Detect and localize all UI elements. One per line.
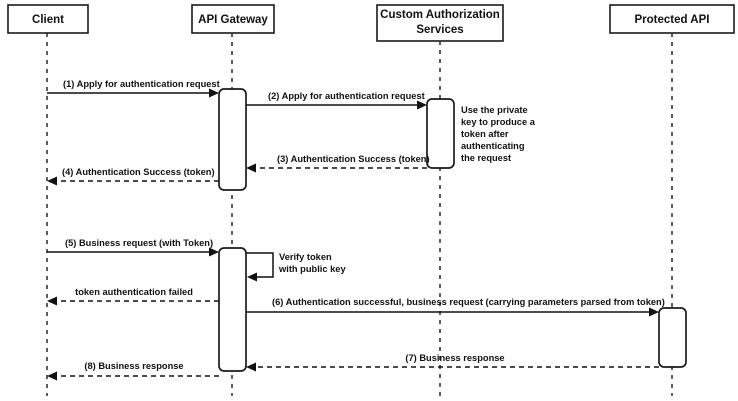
message-token-authentication-failed-arrowhead — [47, 296, 57, 306]
message-8[interactable]: (8) Business response — [47, 361, 219, 381]
message-3-label: (3) Authentication Success (token) — [277, 154, 430, 164]
message-4[interactable]: (4) Authentication Success (token) — [47, 167, 219, 186]
message-self-verify-token-line — [246, 252, 274, 278]
participant-label-custom-authorization-services-line2: Services — [416, 24, 463, 36]
note-private-key: Use the private key to produce a token a… — [461, 105, 536, 163]
message-2[interactable]: (2) Apply for authentication request — [246, 91, 427, 110]
note-private-key-line-3: token after — [461, 129, 509, 139]
participant-box-api-gateway[interactable] — [191, 4, 275, 34]
activation-api-gateway-auth — [218, 88, 247, 191]
message-2-label: (2) Apply for authentication request — [268, 91, 425, 101]
participant-box-client[interactable] — [7, 4, 89, 34]
participant-label-protected-api: Protected API — [635, 14, 710, 26]
activation-protected-api — [658, 307, 687, 368]
message-4-label: (4) Authentication Success (token) — [62, 167, 215, 177]
participant-label-client: Client — [32, 14, 64, 26]
message-6[interactable]: (6) Authentication successful, business … — [246, 297, 665, 317]
message-token-authentication-failed[interactable]: token authentication failed — [47, 287, 219, 306]
message-8-arrowhead — [47, 371, 57, 381]
message-5-arrowhead — [209, 247, 219, 257]
message-1-arrowhead — [209, 88, 219, 98]
message-4-arrowhead — [47, 176, 57, 186]
message-token-authentication-failed-label: token authentication failed — [75, 287, 193, 297]
message-7-arrowhead — [246, 362, 256, 372]
participant-label-api-gateway: API Gateway — [198, 14, 268, 26]
message-3[interactable]: (3) Authentication Success (token) — [246, 154, 430, 173]
message-self-verify-token-arrowhead — [247, 272, 257, 282]
participant-box-custom-authorization-services[interactable] — [376, 4, 504, 42]
note-private-key-line-2: key to produce a — [461, 117, 536, 127]
message-6-arrowhead — [649, 307, 659, 317]
message-self-verify-token[interactable]: Verify token with public key — [246, 252, 346, 282]
message-1-label: (1) Apply for authentication request — [63, 79, 220, 89]
message-5-label: (5) Business request (with Token) — [65, 238, 213, 248]
note-private-key-line-5: the request — [461, 153, 511, 163]
message-6-label: (6) Authentication successful, business … — [272, 297, 665, 307]
participant-box-protected-api[interactable] — [609, 4, 735, 34]
message-1[interactable]: (1) Apply for authentication request — [47, 79, 220, 98]
participant-label-custom-authorization-services-line1: Custom Authorization — [380, 9, 500, 21]
message-7[interactable]: (7) Business response — [246, 353, 659, 372]
message-8-label: (8) Business response — [84, 361, 183, 371]
message-self-verify-token-label-line1: Verify token — [279, 252, 332, 262]
message-5[interactable]: (5) Business request (with Token) — [47, 238, 219, 257]
message-2-arrowhead — [417, 100, 427, 110]
message-7-label: (7) Business response — [405, 353, 504, 363]
note-private-key-line-1: Use the private — [461, 105, 528, 115]
message-3-arrowhead — [246, 163, 256, 173]
activation-api-gateway-business — [218, 247, 247, 372]
message-self-verify-token-label-line2: with public key — [278, 264, 346, 274]
activation-custom-authorization-services — [426, 98, 455, 169]
note-private-key-line-4: authenticating — [461, 141, 525, 151]
